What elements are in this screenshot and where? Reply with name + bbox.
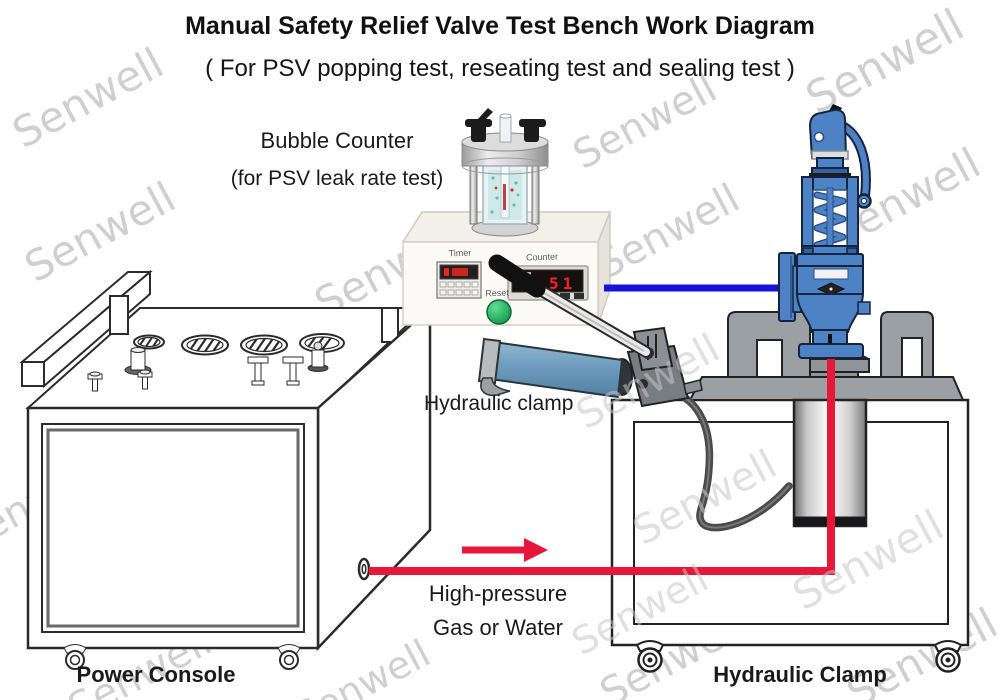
label-bubble-counter: Bubble Counter [260,128,414,153]
label-power-console: Power Console [76,662,236,687]
timer-module [436,261,482,299]
label-high-pressure-1: High-pressure [428,581,568,606]
power-console [19,269,461,670]
timer-label: Timer [448,248,471,259]
pump-handle-grip [488,254,546,298]
clamp-casters [635,640,963,673]
label-hydraulic-clamp-pump: Hydraulic clamp [424,392,574,415]
label-hydraulic-clamp-bench: Hydraulic Clamp [713,662,887,687]
console-fittings [87,341,329,392]
diagram-subtitle: ( For PSV popping test, reseating test a… [205,55,795,82]
console-vents [133,333,345,356]
bubble-chamber [461,108,549,237]
console-outlet-fitting [357,557,371,581]
label-high-pressure-2: Gas or Water [433,615,563,640]
safety-relief-valve [778,104,872,359]
clamp-jaw-right [880,311,934,378]
chamber-knobs [465,108,546,142]
clamp-top-slab [688,376,965,401]
hydraulic-hand-pump [477,254,793,532]
diagram-title: Manual Safety Relief Valve Test Bench Wo… [185,12,815,40]
label-bubble-counter-sub: (for PSV leak rate test) [230,167,444,190]
console-casters [63,644,301,670]
high-pressure-line [369,356,835,575]
counter-value: 51 [549,274,576,293]
bubble-counter-device: Timer Counter 51 Reset [401,108,612,326]
reset-label: Reset [485,288,509,299]
console-t-pins [87,356,304,392]
counter-label: Counter [526,251,558,262]
reset-button [486,299,512,325]
console-left-rail [19,269,153,389]
flow-arrow [462,538,548,562]
clamp-jaw-left [727,311,811,378]
